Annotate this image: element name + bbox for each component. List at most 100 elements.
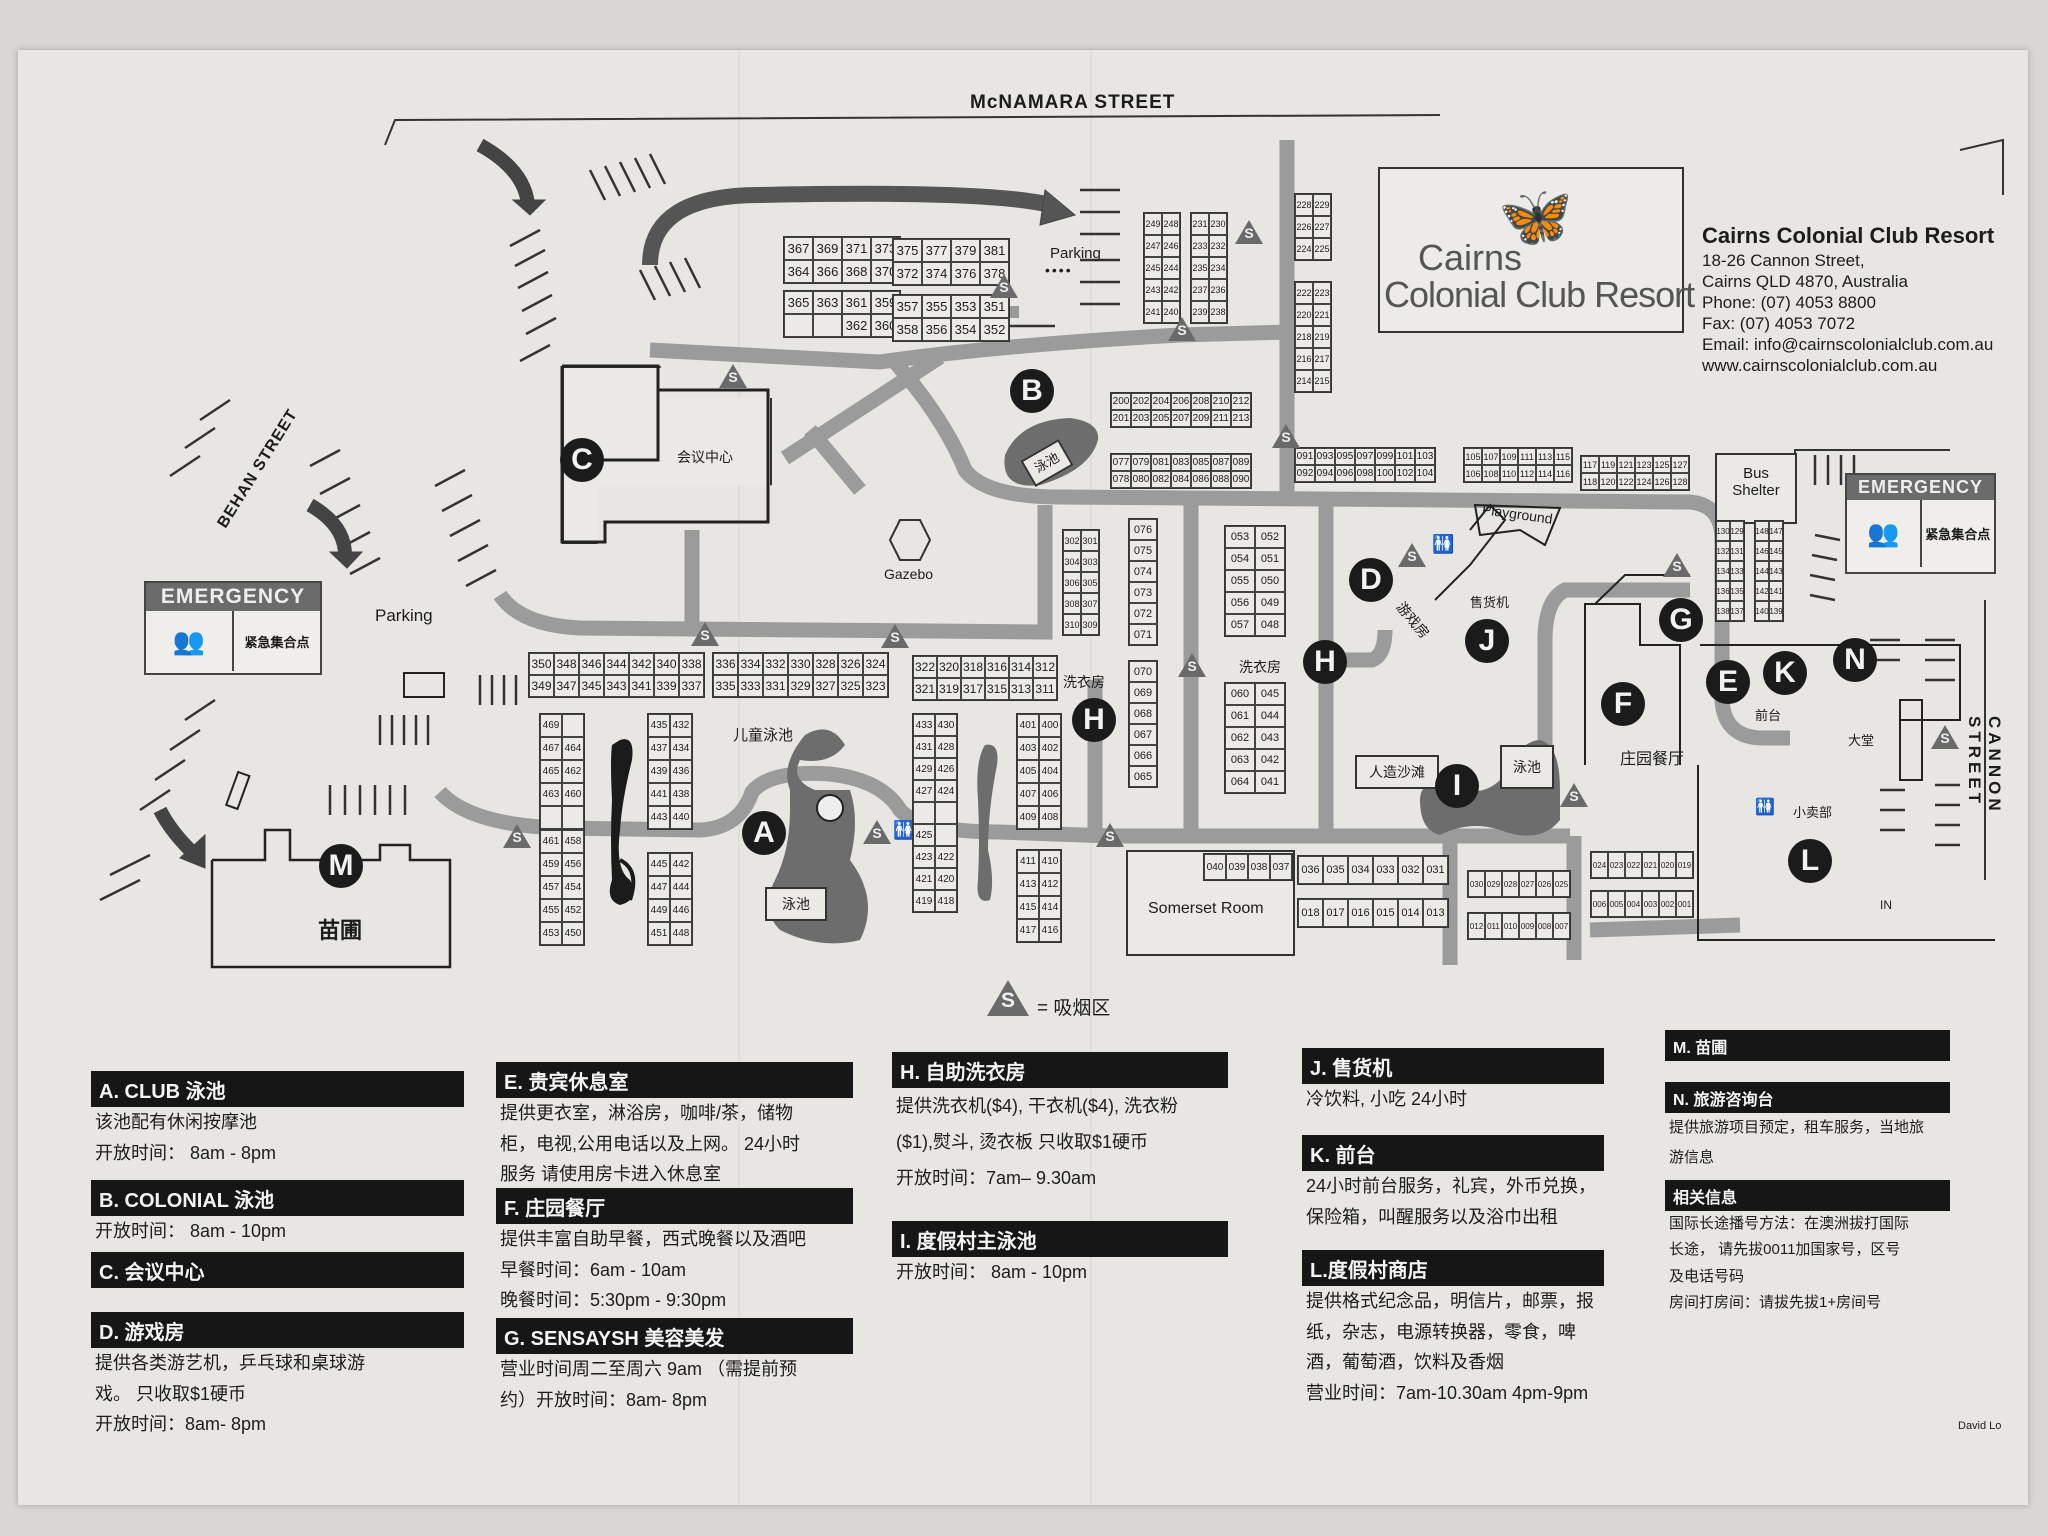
room-072: 072 <box>1129 603 1157 624</box>
legend-line: 营业时间：7am-10.30am 4pm-9pm <box>1306 1382 1589 1403</box>
room-225: 225 <box>1313 238 1331 260</box>
marker-l-shop[interactable]: L <box>1788 839 1832 883</box>
room-369: 369 <box>813 237 842 260</box>
room-460: 460 <box>562 783 584 806</box>
room-320: 320 <box>937 656 961 678</box>
assembly-point-icon: 👥 <box>146 611 234 671</box>
kids-pool-label: 儿童泳池 <box>733 727 794 744</box>
room-438: 438 <box>670 783 692 806</box>
resort-name: Cairns Colonial Club Resort <box>1702 223 1995 248</box>
room-134: 134 <box>1716 561 1730 581</box>
room-083: 083 <box>1171 454 1191 471</box>
room-363: 363 <box>813 291 842 314</box>
room-311: 311 <box>1033 678 1057 700</box>
room-364: 364 <box>784 260 813 283</box>
legend-title: C. 会议中心 <box>91 1252 464 1288</box>
smoking-area-icon: S <box>863 820 891 844</box>
somerset-room: Somerset Room <box>1126 850 1295 956</box>
marker-c-conference[interactable]: C <box>560 438 604 482</box>
legend-line: 晚餐时间：5:30pm - 9:30pm <box>500 1290 727 1311</box>
room-340: 340 <box>654 653 679 675</box>
room-412: 412 <box>1039 873 1061 896</box>
shop-label: 小卖部 <box>1793 805 1833 820</box>
room-008: 008 <box>1536 913 1553 939</box>
marker-b-colonial-pool[interactable]: B <box>1010 369 1054 413</box>
room-026: 026 <box>1536 871 1553 897</box>
room-138: 138 <box>1716 601 1730 621</box>
room-055: 055 <box>1225 570 1255 592</box>
room-414: 414 <box>1039 896 1061 919</box>
room-309: 309 <box>1081 614 1099 635</box>
marker-d-games-room[interactable]: D <box>1349 558 1393 602</box>
legend-line: 开放时间：7am– 9.30am <box>896 1168 1097 1188</box>
room-080: 080 <box>1131 471 1151 488</box>
room-130: 130 <box>1716 521 1730 541</box>
site-boundary <box>384 114 2004 880</box>
room-004: 004 <box>1625 891 1642 917</box>
pool-a-label: 泳池 <box>765 887 827 921</box>
room-094: 094 <box>1315 465 1335 482</box>
room-331: 331 <box>763 675 788 697</box>
room-044: 044 <box>1255 705 1285 727</box>
legend-title: D. 游戏房 <box>91 1312 464 1348</box>
website-link[interactable]: www.cairnscolonialclub.com.au <box>1702 356 1938 375</box>
room-075: 075 <box>1129 540 1157 561</box>
room-247: 247 <box>1144 235 1162 257</box>
road <box>493 505 1053 640</box>
legend-line: 柜，电视,公用电话以及上网。 24小时 <box>500 1133 801 1154</box>
marker-h-laundry[interactable]: H <box>1072 698 1116 742</box>
room-248: 248 <box>1162 213 1180 235</box>
marker-i-main-pool[interactable]: I <box>1435 764 1479 808</box>
marker-h-laundry[interactable]: H <box>1303 640 1347 684</box>
email-link[interactable]: Email: info@cairnscolonialclub.com.au <box>1702 335 1994 354</box>
room-423: 423 <box>913 846 935 868</box>
legend-c: C. 会议中心 <box>91 1252 464 1288</box>
room-367: 367 <box>784 237 813 260</box>
legend-line: 提供丰富自助早餐，西式晚餐以及酒吧 <box>500 1229 806 1249</box>
room-098: 098 <box>1355 465 1375 482</box>
marker-m-nursery[interactable]: M <box>319 844 363 888</box>
room-097: 097 <box>1355 448 1375 465</box>
marker-a-club-pool[interactable]: A <box>742 811 786 855</box>
room-333: 333 <box>738 675 763 697</box>
room-366: 366 <box>813 260 842 283</box>
room-020: 020 <box>1659 852 1676 878</box>
room-432: 432 <box>670 714 692 737</box>
room-102: 102 <box>1395 465 1415 482</box>
emergency-assembly-sign: EMERGENCY 👥紧急集合点 <box>1845 473 1996 574</box>
room-211: 211 <box>1211 410 1231 427</box>
room-222: 222 <box>1295 282 1313 304</box>
marker-j-vending[interactable]: J <box>1465 619 1509 663</box>
smoking-area-icon: S <box>881 624 909 648</box>
room-132: 132 <box>1716 541 1730 561</box>
room-302: 302 <box>1063 530 1081 551</box>
legend-e: E. 贵宾休息室提供更衣室，淋浴房，咖啡/茶，储物柜，电视,公用电话以及上网。 … <box>496 1062 853 1190</box>
marker-e-lounge[interactable]: E <box>1706 660 1750 704</box>
room-368: 368 <box>842 260 871 283</box>
bus-shelter: Bus Shelter <box>1715 453 1797 524</box>
room-324: 324 <box>863 653 888 675</box>
marker-n-tour-desk[interactable]: N <box>1833 638 1877 682</box>
room-145: 145 <box>1769 541 1783 561</box>
room-093: 093 <box>1315 448 1335 465</box>
room-045: 045 <box>1255 683 1285 705</box>
marker-k-reception[interactable]: K <box>1763 651 1807 695</box>
marker-g-salon[interactable]: G <box>1659 598 1703 642</box>
room-103: 103 <box>1415 448 1435 465</box>
room-131: 131 <box>1730 541 1744 561</box>
room-030: 030 <box>1468 871 1485 897</box>
room-017: 017 <box>1323 899 1348 927</box>
legend-title: L.度假村商店 <box>1302 1250 1604 1286</box>
marker-f-restaurant[interactable]: F <box>1601 682 1645 726</box>
gazebo-shape <box>888 519 932 561</box>
